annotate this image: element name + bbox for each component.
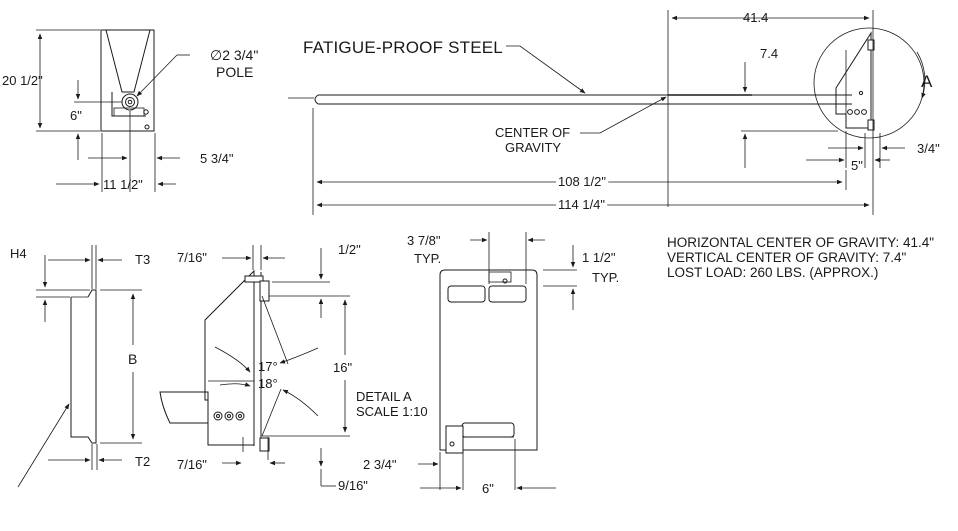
section-view: H4 T3 B T2 [10,245,150,488]
dim-6: 6" [482,481,494,496]
cog-label-2: GRAVITY [505,140,561,155]
notes: HORIZONTAL CENTER OF GRAVITY: 41.4" VERT… [667,235,934,280]
detail-title: DETAIL A [356,389,412,404]
dim-horizontal-cog: 41.4 [743,10,768,25]
dim-7-16-bottom: 7/16" [177,457,207,472]
detail-scale: SCALE 1:10 [356,404,428,419]
pole-label: POLE [216,64,253,80]
angle-17: 17° [258,359,278,374]
dim-height: 20 1/2" [2,73,43,88]
dim-1-1-2: 1 1/2" [582,250,616,265]
dim-half-width: 5 3/4" [200,151,234,166]
dim-five: 5" [851,158,863,173]
dim-2-3-4: 2 3/4" [363,457,397,472]
end-view: 20 1/2" 6" ∅2 3/4" POLE 5 3/4" 11 1/2" [2,29,258,192]
dim-half-inch: 1/2" [338,242,361,257]
pole-diameter: ∅2 3/4" [210,47,258,63]
dim-offset: 6" [70,108,82,123]
section-t2: T2 [135,454,150,469]
note-lost-load: LOST LOAD: 260 LBS. (APPROX.) [667,265,878,280]
dim-7-16-top: 7/16" [177,250,207,265]
dim-108: 108 1/2" [558,174,606,189]
detail-marker: A [921,72,933,91]
material-label: FATIGUE-PROOF STEEL [303,38,503,57]
note-vertical-cog: VERTICAL CENTER OF GRAVITY: 7.4" [667,250,907,265]
dim-16: 16" [333,360,352,375]
typ-1: TYP. [414,251,441,266]
section-t3: T3 [135,252,150,267]
dim-114: 114 1/4" [558,197,605,212]
section-b: B [128,351,137,367]
mounting-plate-view: 3 7/8" TYP. 1 1/2" TYP. 2 3/4" 6" [363,232,619,496]
section-h4: H4 [10,246,27,261]
dim-3-7-8: 3 7/8" [407,233,441,248]
dim-9-16: 9/16" [338,478,368,493]
dim-width: 11 1/2" [103,177,143,192]
dim-three-quarter: 3/4" [917,141,940,156]
typ-2: TYP. [592,270,619,285]
detail-a-view: 17° 18° 7/16" 1/2" 16" DETAIL A SCALE 1:… [159,242,428,493]
dim-vertical-cog: 7.4 [760,46,778,61]
cog-label-1: CENTER OF [495,125,570,140]
note-horizontal-cog: HORIZONTAL CENTER OF GRAVITY: 41.4" [667,235,934,250]
arm-side-view: A FATIGUE-PROOF STEEL 41.4 7.4 CENTER OF… [288,10,940,215]
angle-18: 18° [258,376,278,391]
